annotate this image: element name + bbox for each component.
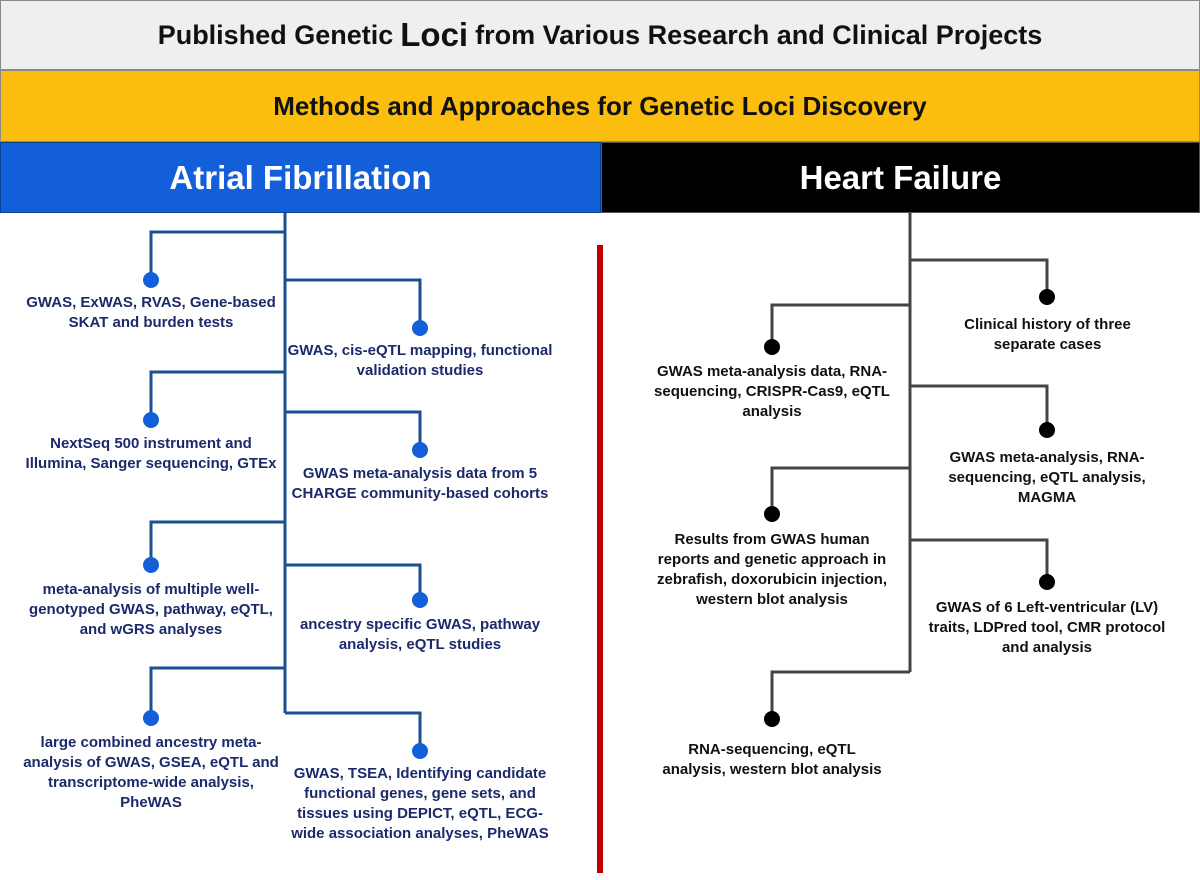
hf-branch-1	[910, 258, 1049, 293]
heart-failure-header: Heart Failure	[601, 142, 1200, 213]
hf-branch-4	[770, 466, 910, 510]
hf-label-6: RNA-sequencing, eQTL analysis, western b…	[662, 741, 882, 778]
af-label-6: ancestry specific GWAS, pathway analysis…	[299, 616, 541, 653]
atrial-fibrillation-header: Atrial Fibrillation	[0, 142, 601, 213]
hf-branch-2	[770, 303, 910, 343]
methods-banner-text: Methods and Approaches for Genetic Loci …	[273, 90, 927, 121]
title-banner: Published Genetic Loci from Various Rese…	[0, 0, 1200, 70]
atrial-fibrillation-nodes	[143, 272, 428, 759]
af-node-3	[143, 412, 159, 428]
af-node-7	[143, 710, 159, 726]
af-branch-4	[285, 410, 422, 447]
hf-label-3: GWAS meta-analysis, RNA-sequencing, eQTL…	[948, 449, 1146, 506]
atrial-fibrillation-tree	[149, 213, 422, 748]
methods-banner: Methods and Approaches for Genetic Loci …	[0, 70, 1200, 142]
hf-node-1	[1039, 289, 1055, 305]
af-branch-1	[149, 230, 285, 275]
af-branch-5	[149, 520, 285, 562]
af-label-1: GWAS, ExWAS, RVAS, Gene-based SKAT and b…	[26, 294, 276, 331]
heart-failure-nodes	[764, 289, 1055, 727]
hf-node-2	[764, 339, 780, 355]
atrial-fibrillation-header-text: Atrial Fibrillation	[169, 158, 432, 196]
hf-label-1: Clinical history of three separate cases	[964, 316, 1131, 353]
hf-label-2: GWAS meta-analysis data, RNA-sequencing,…	[654, 363, 890, 420]
hf-branch-3	[910, 384, 1049, 426]
af-node-4	[412, 442, 428, 458]
af-label-5: meta-analysis of multiple well-genotyped…	[29, 581, 273, 638]
af-node-8	[412, 743, 428, 759]
heart-failure-header-text: Heart Failure	[799, 158, 1002, 196]
hf-branch-5	[910, 538, 1049, 578]
hf-node-5	[1039, 574, 1055, 590]
af-branch-7	[149, 666, 285, 715]
af-branch-8	[285, 711, 422, 748]
hf-label-5: GWAS of 6 Left-ventricular (LV) traits, …	[928, 599, 1166, 656]
af-node-6	[412, 592, 428, 608]
hf-node-6	[764, 711, 780, 727]
af-branch-3	[149, 370, 285, 416]
af-branch-6	[285, 563, 422, 597]
hf-branch-6	[770, 670, 910, 715]
af-branch-2	[285, 278, 422, 325]
title-part-1: Published Genetic	[157, 19, 394, 50]
hf-label-4: Results from GWAS human reports and gene…	[656, 531, 888, 608]
af-node-5	[143, 557, 159, 573]
heart-failure-tree	[770, 213, 1049, 715]
title-part-3: from Various Research and Clinical Proje…	[475, 19, 1043, 50]
af-label-3: NextSeq 500 instrument and Illumina, San…	[25, 435, 277, 472]
af-node-1	[143, 272, 159, 288]
af-label-4: GWAS meta-analysis data from 5 CHARGE co…	[291, 465, 549, 502]
af-node-2	[412, 320, 428, 336]
hf-node-3	[1039, 422, 1055, 438]
af-label-7: large combined ancestry meta-analysis of…	[23, 734, 279, 811]
af-label-2: GWAS, cis-eQTL mapping, functional valid…	[287, 342, 553, 379]
hf-node-4	[764, 506, 780, 522]
title-part-2: Loci	[400, 16, 469, 53]
af-label-8: GWAS, TSEA, Identifying candidate functi…	[291, 765, 549, 842]
